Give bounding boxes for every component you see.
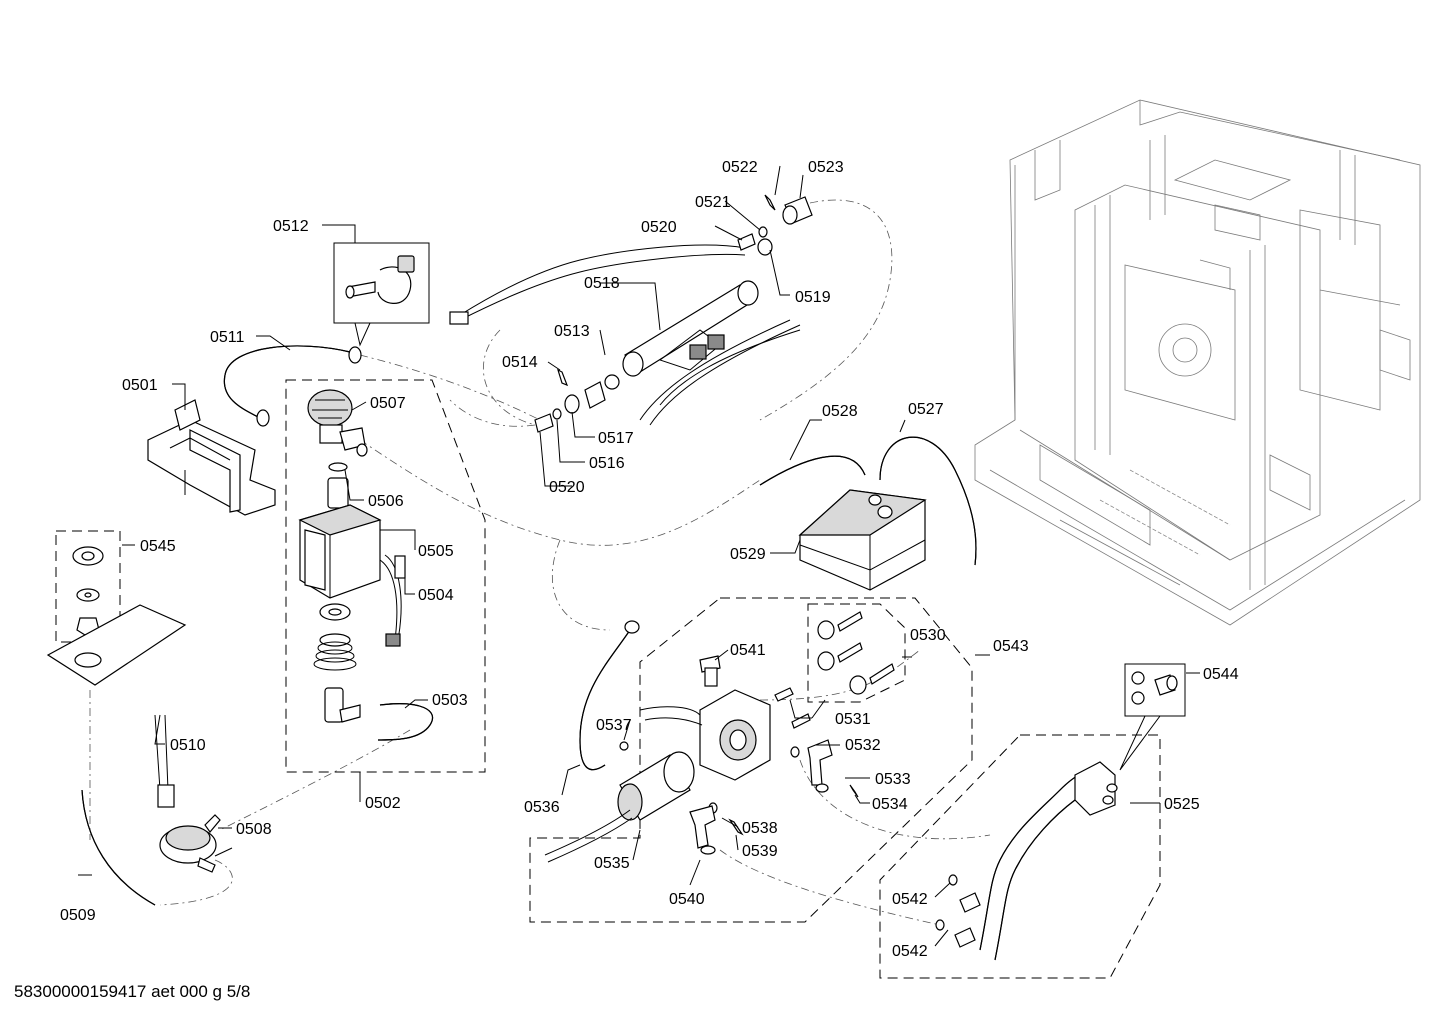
label-0502: 0502 <box>365 795 401 812</box>
label-0538: 0538 <box>742 820 778 837</box>
part-0531-block <box>639 687 811 781</box>
label-0542-b: 0542 <box>892 943 928 960</box>
label-0537: 0537 <box>596 717 632 734</box>
part-0525-manifold <box>954 761 1118 961</box>
part-0518-heater <box>449 244 801 426</box>
label-0541: 0541 <box>730 642 766 659</box>
label-0527: 0527 <box>908 401 944 418</box>
part-0542-oring-b <box>935 919 945 931</box>
label-0539: 0539 <box>742 843 778 860</box>
part-0529-tank <box>798 489 927 591</box>
part-0544-set <box>1131 671 1178 705</box>
group-box-0543 <box>529 597 973 923</box>
part-0542-oring-a <box>948 874 958 886</box>
part-0536-tube <box>579 620 640 771</box>
group-box-0525 <box>879 734 1161 979</box>
part-0512-clamp <box>345 255 415 304</box>
part-0514-clip <box>557 368 569 387</box>
label-0511: 0511 <box>210 329 245 346</box>
label-0543: 0543 <box>993 638 1029 655</box>
label-0536: 0536 <box>524 799 560 816</box>
document-footer: 58300000159417 aet 000 g 5/8 <box>14 982 250 1001</box>
leader-lines <box>78 165 1200 947</box>
part-0537-ring <box>619 741 629 751</box>
part-0545-set <box>46 546 187 686</box>
label-0503: 0503 <box>432 692 468 709</box>
part-0507-valve <box>307 389 368 457</box>
part-0519-ring <box>757 238 773 256</box>
label-0523: 0523 <box>808 159 844 176</box>
label-0534: 0534 <box>872 796 908 813</box>
label-0508: 0508 <box>236 821 272 838</box>
part-0539-clip <box>728 818 744 836</box>
part-labels: 0501 0502 0503 0504 0505 0506 0507 0508 … <box>60 159 1239 960</box>
label-0521: 0521 <box>695 194 731 211</box>
label-0520-b: 0520 <box>549 479 585 496</box>
label-0545: 0545 <box>140 538 176 555</box>
label-0544: 0544 <box>1203 666 1239 683</box>
part-0510-wires <box>154 714 175 808</box>
part-0503-elbow-hose <box>324 687 433 741</box>
part-0528-hose <box>759 455 866 486</box>
label-0518: 0518 <box>584 275 620 292</box>
part-0541-knob <box>699 655 721 687</box>
part-0505-washer <box>319 603 351 621</box>
part-0517-fitting <box>564 381 606 414</box>
part-0513-ring <box>604 374 620 390</box>
label-0522: 0522 <box>722 159 758 176</box>
part-0522-clip <box>764 194 776 211</box>
label-0520-a: 0520 <box>641 219 677 236</box>
inset-box-0544 <box>1124 663 1186 717</box>
part-0535-cylinder <box>544 751 695 863</box>
part-0532-elbow <box>790 739 833 793</box>
label-0528: 0528 <box>822 403 858 420</box>
label-0535: 0535 <box>594 855 630 872</box>
part-0530-grommets <box>817 611 895 695</box>
label-0531: 0531 <box>835 711 871 728</box>
part-0506-oring <box>328 462 348 472</box>
label-0504: 0504 <box>418 587 454 604</box>
part-0520-nozzle-upper <box>737 233 756 251</box>
part-0520-nozzle-lower <box>534 413 554 433</box>
label-0501: 0501 <box>122 377 158 394</box>
label-0516: 0516 <box>589 455 625 472</box>
appliance-frame <box>974 99 1421 626</box>
label-0512: 0512 <box>273 218 309 235</box>
part-0516-oring <box>552 408 562 420</box>
label-0532: 0532 <box>845 737 881 754</box>
part-0501-bracket <box>147 399 276 516</box>
label-0506: 0506 <box>368 493 404 510</box>
label-0530: 0530 <box>910 627 946 644</box>
part-0509-hose <box>81 789 156 906</box>
label-0540: 0540 <box>669 891 705 908</box>
part-0523-fitting <box>782 196 813 225</box>
part-0508-flowmeter <box>159 814 221 873</box>
label-0505: 0505 <box>418 543 454 560</box>
label-0542-a: 0542 <box>892 891 928 908</box>
group-box-0530 <box>807 603 906 703</box>
label-0514: 0514 <box>502 354 538 371</box>
part-0511-hose <box>223 345 362 427</box>
label-0529: 0529 <box>730 546 766 563</box>
label-0510: 0510 <box>170 737 206 754</box>
label-0517: 0517 <box>598 430 634 447</box>
inset-box-0512 <box>333 242 430 324</box>
part-0540-valve <box>689 805 716 855</box>
label-0507: 0507 <box>370 395 406 412</box>
label-0533: 0533 <box>875 771 911 788</box>
label-0525: 0525 <box>1164 796 1200 813</box>
part-0504-cable <box>379 554 406 647</box>
part-0534-clip <box>849 784 859 798</box>
label-0509: 0509 <box>60 907 96 924</box>
part-0521-oring <box>758 226 768 238</box>
label-0519: 0519 <box>795 289 831 306</box>
connection-lines <box>89 199 991 926</box>
part-spring <box>313 633 357 671</box>
part-0527-hose <box>879 436 977 566</box>
part-0505-pump <box>298 477 382 599</box>
group-box-0545 <box>55 530 121 643</box>
group-box-0502 <box>285 379 486 773</box>
label-0513: 0513 <box>554 323 590 340</box>
